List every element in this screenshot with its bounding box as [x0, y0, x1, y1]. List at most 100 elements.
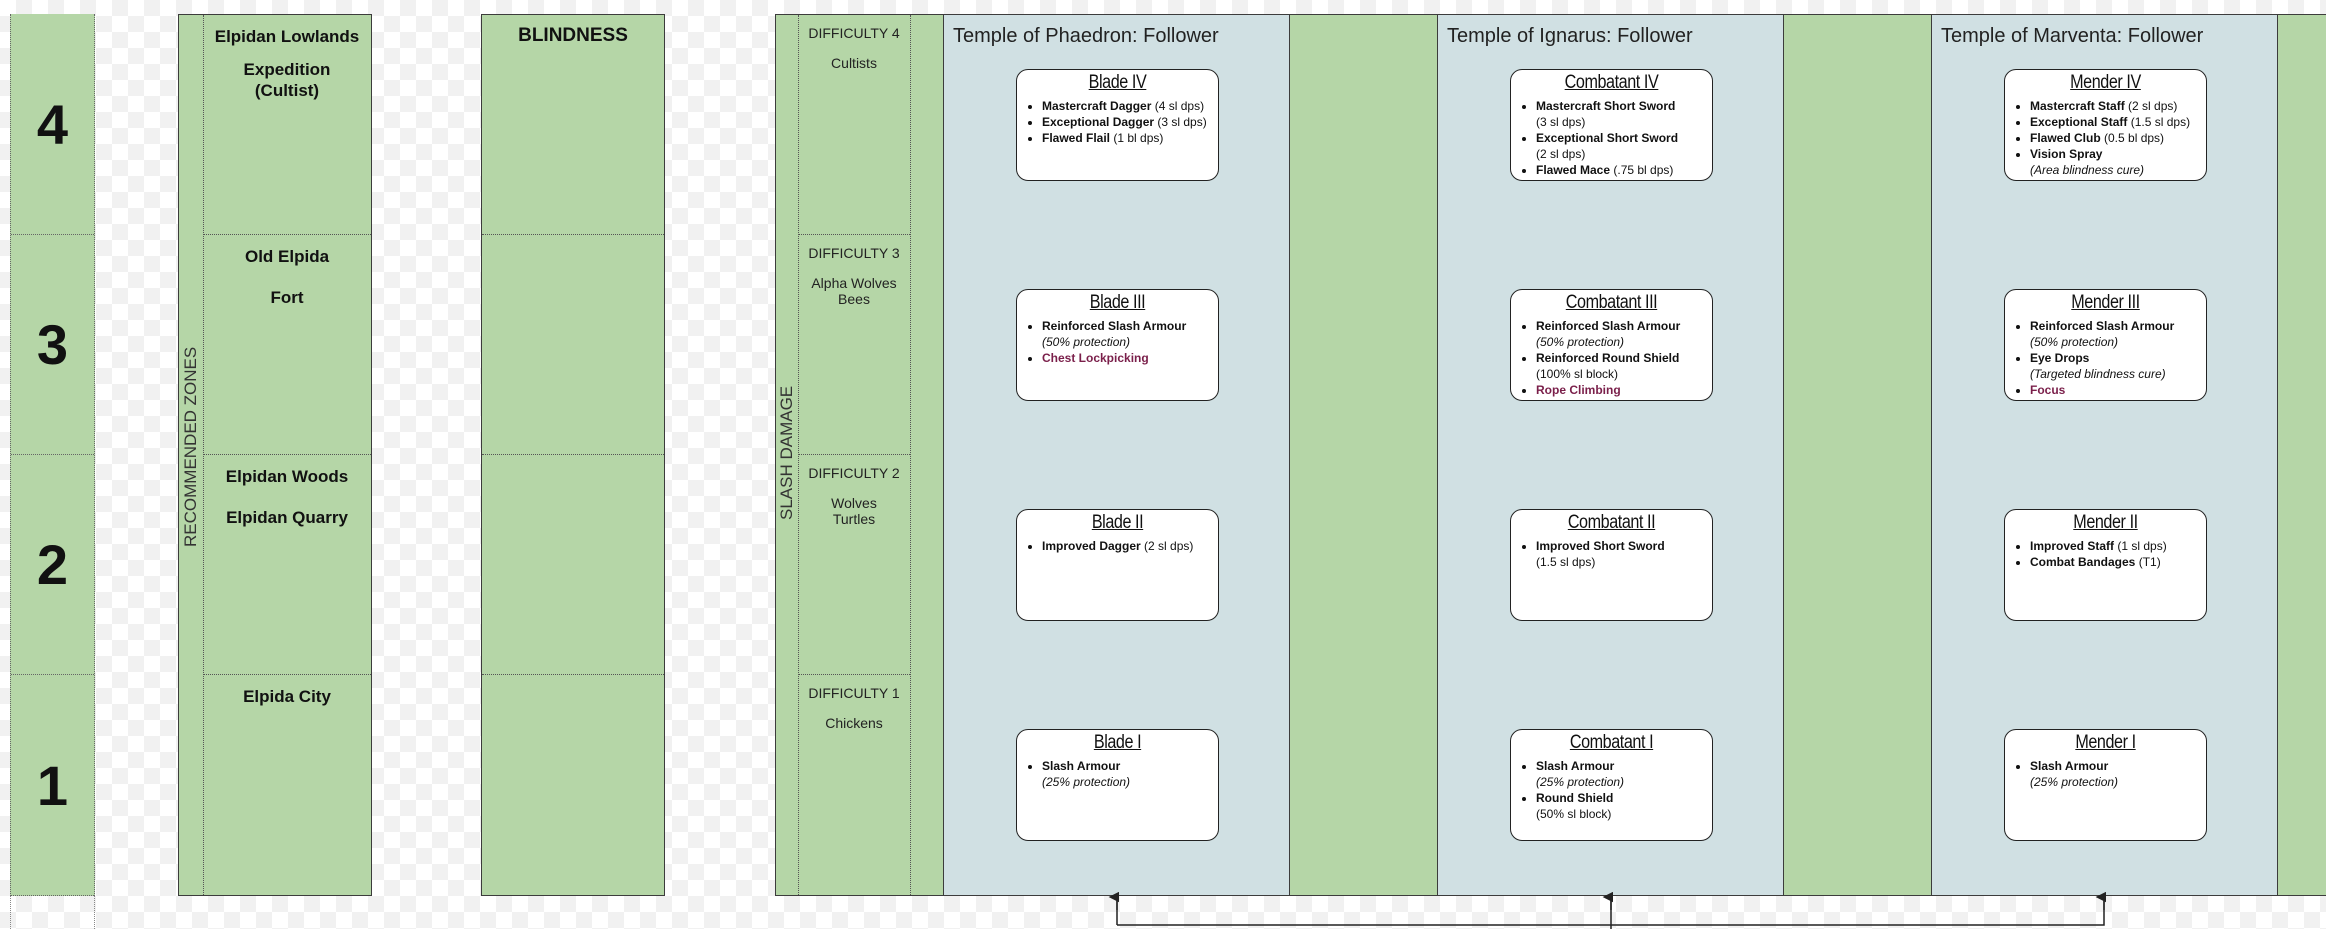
card-list: Reinforced Slash Armour(50% protection) …: [1519, 318, 1704, 398]
card-title: Mender I: [2075, 732, 2136, 753]
level-column-extension: [10, 896, 95, 929]
card-combatant-ii: Combatant II Improved Short Sword(1.5 sl…: [1510, 509, 1713, 621]
card-list: Improved Dagger (2 sl dps): [1025, 538, 1210, 554]
difficulty-cell-4: DIFFICULTY 4 Cultists: [798, 15, 910, 235]
slash-damage-panel: SLASH DAMAGE DIFFICULTY 4 Cultists DIFFI…: [775, 14, 2326, 896]
card-title: Mender IV: [2070, 72, 2141, 93]
zone-subname: Elpidan Quarry: [226, 508, 348, 527]
list-item: Reinforced Slash Armour(50% protection): [1536, 318, 1704, 350]
card-title: Mender II: [2073, 512, 2138, 533]
card-title: Blade III: [1089, 292, 1146, 313]
blindness-cell-3: [482, 235, 664, 455]
list-item: Mastercraft Staff (2 sl dps): [2030, 98, 2198, 114]
list-item: Improved Short Sword(1.5 sl dps): [1536, 538, 1704, 570]
card-blade-i: Blade I Slash Armour(25% protection): [1016, 729, 1219, 841]
list-item: Reinforced Slash Armour(50% protection): [1042, 318, 1210, 350]
card-blade-iii: Blade III Reinforced Slash Armour(50% pr…: [1016, 289, 1219, 401]
zone-cell-1: Elpida City: [203, 675, 371, 895]
list-item: Slash Armour(25% protection): [1042, 758, 1210, 790]
temple-title: Temple of Phaedron: Follower: [953, 25, 1219, 47]
zone-name: Elpidan Lowlands: [214, 27, 360, 46]
card-title: Combatant II: [1567, 512, 1656, 533]
list-item: Improved Staff (1 sl dps): [2030, 538, 2198, 554]
card-combatant-iv: Combatant IV Mastercraft Short Sword(3 s…: [1510, 69, 1713, 181]
recommended-zones-panel: RECOMMENDED ZONES Elpidan Lowlands Exped…: [178, 14, 372, 896]
list-item: Chest Lockpicking: [1042, 350, 1210, 366]
card-list: Slash Armour(25% protection) Round Shiel…: [1519, 758, 1704, 822]
list-item: Exceptional Staff (1.5 sl dps): [2030, 114, 2198, 130]
level-1: 1: [11, 674, 94, 896]
temple-ignarus: Temple of Ignarus: Follower Combatant IV…: [1437, 15, 1784, 895]
list-item: Exceptional Short Sword(2 sl dps): [1536, 130, 1704, 162]
list-item: Reinforced Slash Armour(50% protection): [2030, 318, 2198, 350]
card-combatant-iii: Combatant III Reinforced Slash Armour(50…: [1510, 289, 1713, 401]
difficulty-title: DIFFICULTY 3: [808, 245, 900, 261]
list-item: Mastercraft Dagger (4 sl dps): [1042, 98, 1210, 114]
list-item: Eye Drops(Targeted blindness cure): [2030, 350, 2198, 382]
card-list: Mastercraft Dagger (4 sl dps) Exceptiona…: [1025, 98, 1210, 146]
card-mender-ii: Mender II Improved Staff (1 sl dps) Comb…: [2004, 509, 2207, 621]
card-list: Slash Armour(25% protection): [2013, 758, 2198, 790]
difficulty-desc: Alpha Wolves Bees: [811, 275, 897, 307]
list-item: Rope Climbing: [1536, 382, 1704, 398]
card-list: Improved Staff (1 sl dps) Combat Bandage…: [2013, 538, 2198, 570]
level-column: 4 3 2 1: [10, 14, 95, 896]
list-item: Slash Armour(25% protection): [2030, 758, 2198, 790]
difficulty-desc: Chickens: [825, 715, 883, 731]
zones-label-strip: RECOMMENDED ZONES: [179, 15, 204, 895]
list-item: Mastercraft Short Sword(3 sl dps): [1536, 98, 1704, 130]
difficulty-title: DIFFICULTY 4: [808, 25, 900, 41]
card-title: Blade I: [1093, 732, 1142, 753]
card-title: Combatant IV: [1564, 72, 1659, 93]
card-combatant-i: Combatant I Slash Armour(25% protection)…: [1510, 729, 1713, 841]
difficulty-desc: Cultists: [831, 55, 877, 71]
card-title: Combatant I: [1569, 732, 1654, 753]
level-4: 4: [36, 92, 69, 156]
difficulty-title: DIFFICULTY 2: [808, 465, 900, 481]
card-title: Blade II: [1091, 512, 1144, 533]
zone-cell-4: Elpidan Lowlands Expedition (Cultist): [203, 15, 371, 235]
list-item: Focus: [2030, 382, 2198, 398]
card-list: Slash Armour(25% protection): [1025, 758, 1210, 790]
temple-title: Temple of Ignarus: Follower: [1447, 25, 1693, 47]
list-item: Vision Spray(Area blindness cure): [2030, 146, 2198, 178]
card-mender-iv: Mender IV Mastercraft Staff (2 sl dps) E…: [2004, 69, 2207, 181]
zone-name: Elpida City: [243, 687, 331, 706]
list-item: Improved Dagger (2 sl dps): [1042, 538, 1210, 554]
blindness-cell-4: [482, 15, 664, 235]
blindness-title: BLINDNESS: [518, 25, 628, 46]
level-2: 2: [11, 454, 94, 674]
temple-marventa: Temple of Marventa: Follower Mender IV M…: [1931, 15, 2278, 895]
list-item: Slash Armour(25% protection): [1536, 758, 1704, 790]
zone-cell-2: Elpidan Woods Elpidan Quarry: [203, 455, 371, 675]
list-item: Flawed Flail (1 bl dps): [1042, 130, 1210, 146]
card-list: Improved Short Sword(1.5 sl dps): [1519, 538, 1704, 570]
card-blade-iv: Blade IV Mastercraft Dagger (4 sl dps) E…: [1016, 69, 1219, 181]
card-list: Reinforced Slash Armour(50% protection) …: [2013, 318, 2198, 398]
card-title: Mender III: [2071, 292, 2140, 313]
card-mender-iii: Mender III Reinforced Slash Armour(50% p…: [2004, 289, 2207, 401]
list-item: Exceptional Dagger (3 sl dps): [1042, 114, 1210, 130]
temple-phaedron: Temple of Phaedron: Follower Blade IV Ma…: [943, 15, 1290, 895]
difficulty-title: DIFFICULTY 1: [808, 685, 900, 701]
zone-subname: Fort: [270, 288, 304, 307]
list-item: Round Shield(50% sl block): [1536, 790, 1704, 822]
level-3: 3: [11, 234, 94, 454]
list-item: Reinforced Round Shield(100% sl block): [1536, 350, 1704, 382]
blindness-cell-2: [482, 455, 664, 675]
card-blade-ii: Blade II Improved Dagger (2 sl dps): [1016, 509, 1219, 621]
card-list: Reinforced Slash Armour(50% protection) …: [1025, 318, 1210, 366]
temple-title: Temple of Marventa: Follower: [1941, 25, 2204, 47]
difficulty-cell-3: DIFFICULTY 3 Alpha Wolves Bees: [798, 235, 910, 455]
card-list: Mastercraft Staff (2 sl dps) Exceptional…: [2013, 98, 2198, 178]
slash-label-strip: SLASH DAMAGE: [776, 15, 799, 895]
difficulty-column: DIFFICULTY 4 Cultists DIFFICULTY 3 Alpha…: [798, 15, 911, 895]
zone-subname: Expedition (Cultist): [243, 60, 331, 100]
difficulty-desc: Wolves Turtles: [831, 495, 877, 527]
list-item: Combat Bandages (T1): [2030, 554, 2198, 570]
zone-cell-3: Old Elpida Fort: [203, 235, 371, 455]
card-mender-i: Mender I Slash Armour(25% protection): [2004, 729, 2207, 841]
list-item: Flawed Club (0.5 bl dps): [2030, 130, 2198, 146]
difficulty-cell-2: DIFFICULTY 2 Wolves Turtles: [798, 455, 910, 675]
